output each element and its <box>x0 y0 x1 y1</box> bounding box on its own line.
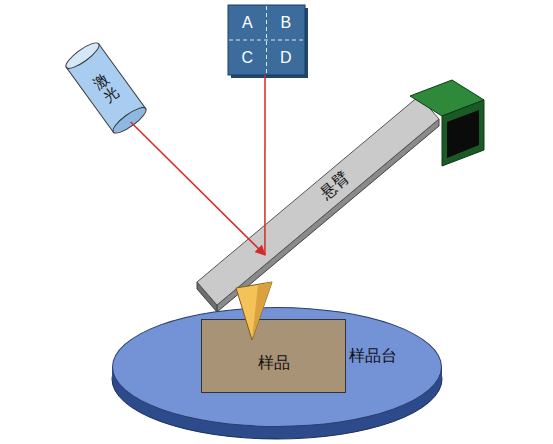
photodetector-label: B <box>280 14 291 32</box>
sample-stage-label: 样品台 <box>349 346 397 367</box>
detector-square <box>228 5 308 78</box>
sample-stage: 样品台 样品 <box>112 307 442 427</box>
photodetector-label: C <box>241 49 253 67</box>
photodetector-label: D <box>280 49 292 67</box>
laser-beam <box>131 122 265 255</box>
sample: 样品 <box>201 319 346 393</box>
photodetector: A B C D <box>228 5 305 75</box>
laser-cylinder <box>63 39 149 137</box>
cantilever-label: 悬臂 <box>316 167 354 204</box>
laser-source-label: 激光 <box>90 70 122 106</box>
cantilever: 悬臂 <box>197 95 438 304</box>
cantilever-bar <box>197 96 439 312</box>
cantilever-holder <box>410 80 484 166</box>
reflected-beam <box>264 75 266 255</box>
photodetector-label: A <box>242 14 253 32</box>
laser-source: 激光 <box>65 42 147 133</box>
sample-label: 样品 <box>258 353 290 374</box>
